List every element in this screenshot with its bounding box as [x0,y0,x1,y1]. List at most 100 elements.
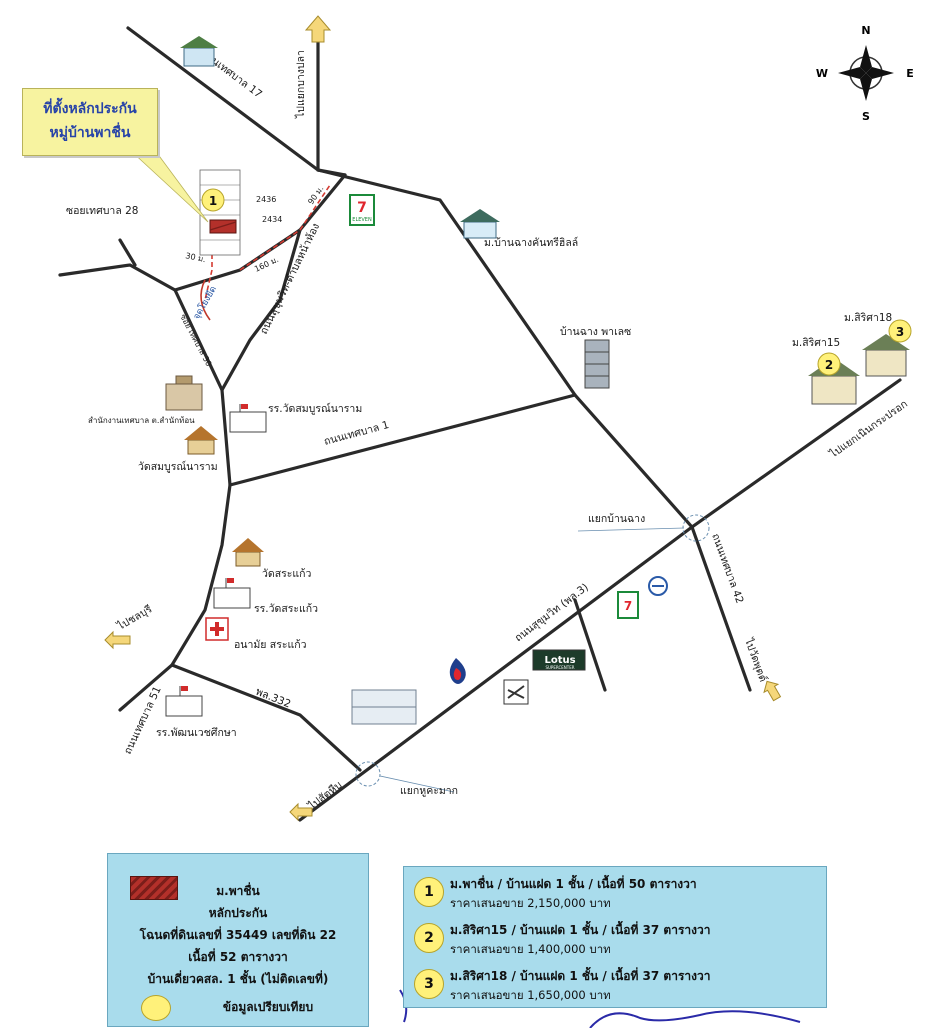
health-center-icon [205,617,229,641]
comparable-number-3: 3 [414,969,444,999]
road-network [58,26,902,822]
label-temple1: วัดสมบูรณ์นาราม [138,460,218,473]
building-icon-palace [584,339,610,389]
label-ban-chang-palace: บ้านฉาง พาเลซ [560,326,631,338]
label-soi30: ซอย เทศบาล 30 [178,313,213,368]
legend-comparables: 1 ม.พาชื่น / บ้านแฝด 1 ชั้น / เนื้อที่ 5… [403,866,827,1008]
legend-line6: ข้อมูลเปรียบเทียบ [222,1000,314,1014]
seven-eleven-icon-1: 7 ELEVEN [349,194,375,226]
label-temple2: วัดสระแก้ว [262,568,312,580]
seven-eleven-icon-2: 7 [617,591,639,619]
arrow-to-bang-pla [304,15,332,43]
label-to-chon: ไปชลบุรี [114,602,154,633]
comparable-price-1: ราคาเสนอขาย 2,150,000 บาท [450,896,611,910]
legend-collateral: ม.พาชื่น หลักประกัน โฉนดที่ดินเลขที่ 354… [107,853,369,1027]
callout-line2: หมู่บ้านพาชื่น [49,125,131,141]
label-pl332: พล.332 [254,686,293,711]
label-sirisa18: ม.สิริศา18 [844,312,892,324]
comparable-number-2: 2 [414,923,444,953]
intersection-pointer-1 [577,527,685,532]
compass-s: S [862,110,870,123]
label-to-sattahip: ไปสัตหีบ [305,778,344,813]
comparable-item-2: 2 ม.สิริศา15 / บ้านแฝด 1 ชั้น / เนื้อที่… [410,917,820,961]
arrow-to-wat [763,680,782,702]
landmarks: 7 ELEVEN ม.บ้านฉางคันทรีฮิลล์ บ้านฉาง พา… [88,36,912,797]
marker-2: 2 [817,352,841,376]
svg-text:2: 2 [825,358,833,372]
compass-e: E [906,67,914,80]
svg-text:Lotus: Lotus [544,655,575,666]
bank-logo-icon [648,576,668,596]
comparable-price-2: ราคาเสนอขาย 1,400,000 บาท [450,942,611,956]
label-sanamsorn: ถนนสุขุมวิท-ตำบลหน้าห้อง [258,221,322,336]
temple-icon-2 [232,538,264,567]
road-soi30 [173,288,224,392]
label-tessaban1: ถนนเทศบาล 1 [323,419,391,448]
temple-icon-1 [184,426,218,455]
road-tessaban1 [228,393,577,487]
gas-station-icon [449,658,466,684]
subject-location-callout: ที่ตั้งหลักประกัน หมู่บ้านพาชื่น [22,88,158,156]
label-school3: รร.พัฒนเวชศึกษา [156,727,237,739]
label-school2: รร.วัดสระแก้ว [254,603,318,615]
svg-text:ELEVEN: ELEVEN [352,217,372,223]
comparable-item-1: 1 ม.พาชื่น / บ้านแฝด 1 ชั้น / เนื้อที่ 5… [410,871,820,915]
plot-grid: 2436 2434 [199,169,282,256]
plot-number-2434: 2434 [262,215,282,224]
comparable-item-3: 3 ม.สิริศา18 / บ้านแฝด 1 ชั้น / เนื้อที่… [410,963,820,1007]
compass-w: W [816,67,828,80]
school-icon-2 [213,578,251,609]
collateral-hatch-swatch [130,876,178,900]
svg-text:3: 3 [896,325,904,339]
road-tessaban42 [690,525,752,692]
comparable-desc-3: ม.สิริศา18 / บ้านแฝด 1 ชั้น / เนื้อที่ 3… [450,969,711,983]
label-intersection2: แยกหูคะมาก [400,785,458,797]
house-icon-top [180,36,218,67]
marker-3: 3 [888,319,912,343]
house-icon-ban-chang-place [460,209,500,239]
arrow-to-sattahip [289,802,313,822]
road-sukhumvit [298,525,694,822]
school-icon-3 [165,686,203,717]
compass-n: N [861,24,870,37]
intersection-circle-2 [355,761,381,787]
hospital-building-icon [351,689,417,725]
plot-number-2436: 2436 [256,195,276,204]
legend-line2: หลักประกัน [208,906,268,920]
svg-text:1: 1 [209,194,217,208]
intersection-pointer-2 [379,775,455,793]
legend-line5: บ้านเดี่ยวคสล. 1 ชั้น (ไม่ติดเลขที่) [147,972,329,986]
marker-1: 1 [201,188,225,212]
comparable-desc-1: ม.พาชื่น / บ้านแฝด 1 ชั้น / เนื้อที่ 50 … [450,877,697,891]
lotus-logo: Lotus SUPERCENTER [532,649,586,671]
callout-line1: ที่ตั้งหลักประกัน [43,101,137,117]
house-icon-sirisa18 [862,334,910,377]
label-health: อนามัย สระแก้ว [234,639,307,651]
label-office: สำนักงานเทศบาล ต.สำนักท้อน [88,416,195,425]
road-pl332 [170,663,362,772]
road-sanamsorn [118,173,347,712]
svg-text:7: 7 [357,200,367,216]
svg-text:SUPERCENTER: SUPERCENTER [545,665,574,670]
road-north-segment [316,168,347,177]
label-soi28: ซอยเทศบาล 28 [66,205,138,217]
label-tessaban51: ถนนเทศบาล 51 [122,684,164,756]
label-to-khingkaew: ไปแยกเนินกระปรอก [826,397,909,461]
label-school1: รร.วัดสมบูรณ์นาราม [268,402,362,415]
comparable-price-3: ราคาเสนอขาย 1,650,000 บาท [450,988,611,1002]
comparable-desc-2: ม.สิริศา15 / บ้านแฝด 1 ชั้น / เนื้อที่ 3… [450,923,711,937]
comparison-dot-swatch [141,995,171,1021]
legend-line3: โฉนดที่ดินเลขที่ 35449 เลขที่ดิน 22 [139,928,337,942]
svg-text:7: 7 [624,599,632,613]
label-ban-chang-place: ม.บ้านฉางคันทรีฮิลล์ [484,236,578,249]
label-intersection1: แยกบ้านฉาง [588,513,645,525]
bank-icon [503,679,529,705]
legend-line4: เนื้อที่ 52 ตารางวา [188,950,288,964]
label-to-bang-pla: ไปแยกบางปลา [294,50,307,119]
label-sirisa15: ม.สิริศา15 [792,337,840,349]
road-tessaban17 [126,26,320,172]
direction-arrows [104,15,782,822]
road-lotus-branch [573,598,607,692]
road-soi28-branch [118,238,137,267]
